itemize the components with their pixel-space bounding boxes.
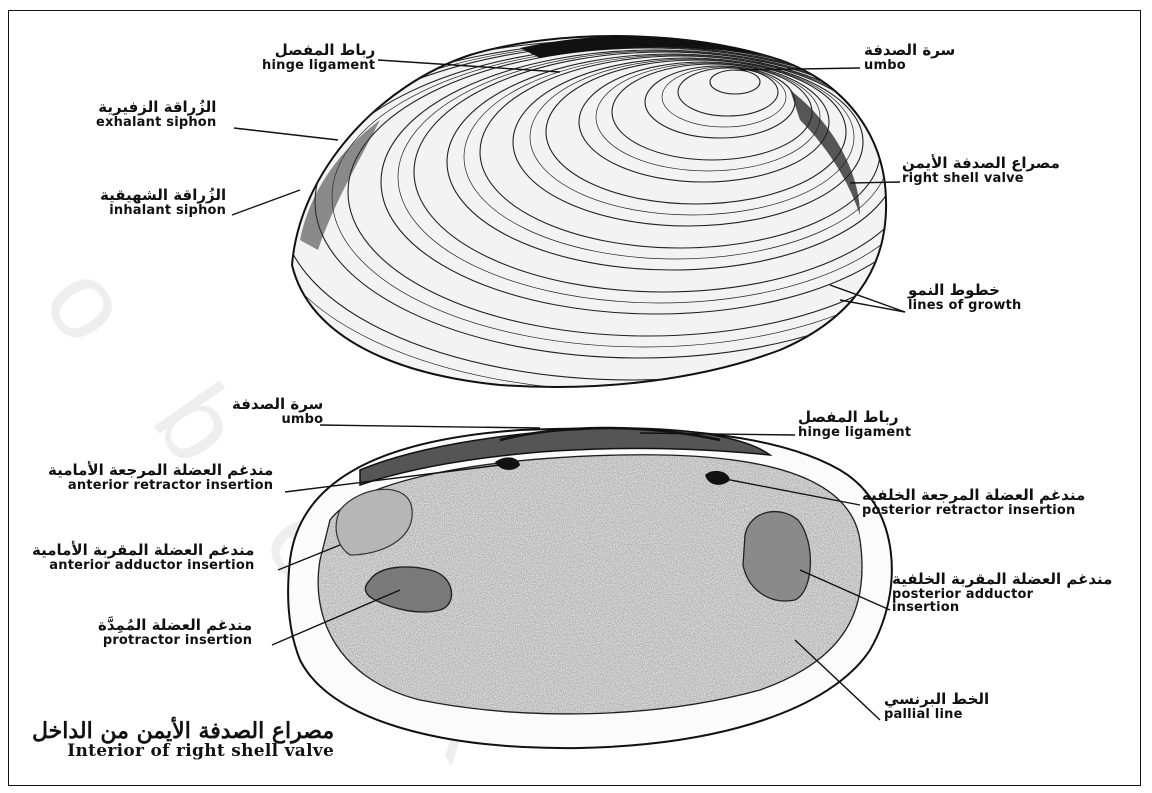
label-lines-of-growth: خطوط النمو lines of growth — [908, 283, 1022, 312]
label-en: lines of growth — [908, 299, 1022, 313]
svg-text:o: o — [20, 243, 156, 364]
label-posterior-adductor: مندغم العضلة المقربة الخلفية posterior a… — [892, 572, 1112, 615]
label-en: anterior retractor insertion — [68, 479, 273, 493]
label-ar: الزُراقة الزفيرية — [98, 100, 216, 116]
figure-caption: مصراع الصدفة الأيمن من الداخل Interior o… — [32, 720, 334, 761]
caption-en: Interior of right shell valve — [67, 743, 334, 761]
label-hinge-ligament-bottom: رباط المفصل hinge ligament — [798, 410, 911, 439]
label-en: right shell valve — [902, 172, 1024, 186]
label-en: hinge ligament — [798, 426, 911, 440]
label-ar: مصراع الصدفة الأيمن — [902, 156, 1060, 172]
label-ar: مندغم العضلة المرجعة الأمامية — [48, 463, 273, 479]
right-shell-exterior — [216, 36, 1016, 424]
label-ar: مندغم العضلة المقربة الخلفية — [892, 572, 1112, 588]
label-ar: الخط البرنسي — [884, 692, 989, 708]
label-anterior-adductor: مندغم العضلة المقربة الأمامية anterior a… — [32, 543, 254, 572]
label-ar: رباط المفصل — [275, 43, 376, 59]
label-ar: مندغم العضلة المرجعة الخلفية — [862, 488, 1085, 504]
label-ar: الزُراقة الشهيقية — [100, 188, 226, 204]
label-en: inhalant siphon — [109, 204, 226, 218]
label-ar: سرة الصدفة — [864, 43, 955, 59]
label-en: exhalant siphon — [96, 116, 216, 130]
label-ar: رباط المفصل — [798, 410, 899, 426]
label-ar: مندغم العضلة المقربة الأمامية — [32, 543, 254, 559]
label-en: posterior adductor — [892, 588, 1033, 602]
label-right-shell-valve: مصراع الصدفة الأيمن right shell valve — [902, 156, 1060, 185]
label-inhalant-siphon: الزُراقة الشهيقية inhalant siphon — [100, 188, 226, 217]
label-en: posterior retractor insertion — [862, 504, 1076, 518]
label-hinge-ligament-top: رباط المفصل hinge ligament — [262, 43, 375, 72]
label-en: hinge ligament — [262, 59, 375, 73]
label-ar: مندغم العضلة المُمِدَّة — [98, 618, 252, 634]
label-pallial-line: الخط البرنسي pallial line — [884, 692, 989, 721]
label-umbo-bottom: سرة الصدفة umbo — [232, 397, 323, 426]
label-en: pallial line — [884, 708, 963, 722]
caption-ar: مصراع الصدفة الأيمن من الداخل — [32, 720, 334, 743]
label-en: protractor insertion — [103, 634, 252, 648]
label-posterior-retractor: مندغم العضلة المرجعة الخلفية posterior r… — [862, 488, 1085, 517]
label-en: umbo — [281, 413, 323, 427]
label-exhalant-siphon: الزُراقة الزفيرية exhalant siphon — [96, 100, 216, 129]
label-en: umbo — [864, 59, 906, 73]
label-en: anterior adductor insertion — [49, 559, 254, 573]
label-protractor: مندغم العضلة المُمِدَّة protractor inser… — [98, 618, 252, 647]
label-anterior-retractor: مندغم العضلة المرجعة الأمامية anterior r… — [48, 463, 273, 492]
label-umbo-top: سرة الصدفة umbo — [864, 43, 955, 72]
label-en-line2: insertion — [892, 601, 959, 615]
label-ar: خطوط النمو — [908, 283, 1000, 299]
label-ar: سرة الصدفة — [232, 397, 323, 413]
right-shell-interior — [288, 428, 892, 748]
